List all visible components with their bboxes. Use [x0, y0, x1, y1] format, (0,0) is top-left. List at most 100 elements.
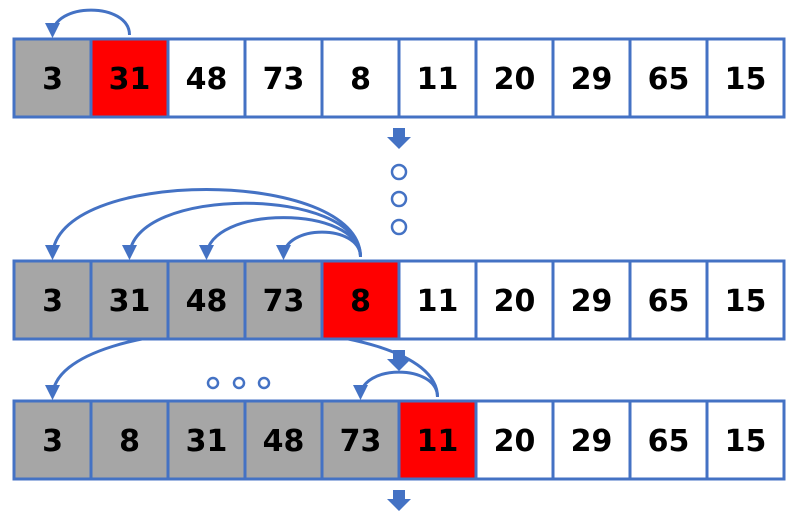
array-cell: 3 — [12, 37, 93, 119]
cell-box-unsorted — [551, 399, 632, 481]
cell-value: 20 — [494, 62, 536, 97]
compare-arrow — [122, 201, 362, 260]
cell-box-unsorted — [705, 37, 786, 119]
cell-box-sorted — [166, 399, 247, 481]
cell-value: 3 — [42, 62, 63, 97]
flow-down-arrow-icon — [387, 490, 411, 511]
array-cell: 48 — [243, 399, 324, 481]
cell-value: 31 — [109, 284, 151, 319]
cell-value: 8 — [350, 284, 371, 319]
cell-value: 48 — [186, 62, 228, 97]
array-cell: 29 — [551, 399, 632, 481]
cell-box-sorted — [320, 399, 401, 481]
array-row-3: 3 8 31 48 73 11 20 29 65 15 — [12, 399, 786, 481]
cell-value: 8 — [350, 62, 371, 97]
cell-value: 20 — [494, 424, 536, 459]
cell-box-sorted — [89, 399, 170, 481]
compare-arrow — [199, 216, 362, 260]
array-cell: 48 — [166, 259, 247, 341]
cell-value: 11 — [417, 62, 459, 97]
cell-value: 20 — [494, 284, 536, 319]
array-cell: 8 — [320, 259, 401, 341]
cell-value: 31 — [109, 62, 151, 97]
cell-value: 15 — [725, 62, 767, 97]
array-cell: 29 — [551, 37, 632, 119]
array-row-2: 3 31 48 73 8 11 20 29 65 15 — [12, 259, 786, 341]
cell-box-unsorted — [705, 259, 786, 341]
array-cell: 20 — [474, 37, 555, 119]
array-cell: 20 — [474, 259, 555, 341]
cell-value: 73 — [340, 424, 382, 459]
flow-down-arrow-icon — [387, 128, 411, 149]
compare-arrow — [45, 188, 362, 260]
array-cell: 73 — [243, 37, 324, 119]
cell-box-sorted — [166, 259, 247, 341]
cell-box-sorted — [12, 399, 93, 481]
cell-box-sorted — [243, 399, 324, 481]
cell-value: 31 — [186, 424, 228, 459]
array-cell: 3 — [12, 259, 93, 341]
cell-box-unsorted — [628, 399, 709, 481]
cell-value: 29 — [571, 284, 613, 319]
cell-box-sorted — [12, 37, 93, 119]
cell-value: 3 — [42, 424, 63, 459]
array-cell: 31 — [89, 37, 170, 119]
ellipsis-dot-icon — [390, 218, 408, 236]
cell-value: 11 — [417, 424, 459, 459]
cell-value: 8 — [119, 424, 140, 459]
cell-value: 65 — [648, 62, 690, 97]
array-cell: 73 — [243, 259, 324, 341]
array-cell: 73 — [320, 399, 401, 481]
compare-arrow — [45, 8, 131, 38]
array-cell: 8 — [89, 399, 170, 481]
ellipsis-dot-icon — [390, 163, 408, 181]
cell-value: 11 — [417, 284, 459, 319]
array-cell: 8 — [320, 37, 401, 119]
cell-box-unsorted — [397, 259, 478, 341]
cell-box-unsorted — [705, 399, 786, 481]
array-cell: 48 — [166, 37, 247, 119]
cell-value: 65 — [648, 424, 690, 459]
array-cell: 15 — [705, 399, 786, 481]
cell-box-unsorted — [474, 259, 555, 341]
flow-indicators — [206, 128, 411, 511]
array-row-1: 3 31 48 73 8 11 20 29 65 15 — [12, 37, 786, 119]
cell-value: 15 — [725, 424, 767, 459]
cell-value: 48 — [263, 424, 305, 459]
array-cell: 65 — [628, 37, 709, 119]
array-cell: 11 — [397, 259, 478, 341]
ellipsis-dot-icon — [257, 376, 271, 390]
array-rows: 3 31 48 73 8 11 20 29 65 15 3 31 48 73 8 11 20 29 65 15 3 8 31… — [12, 37, 786, 481]
array-cell: 3 — [12, 399, 93, 481]
compare-arrow — [276, 230, 362, 260]
cell-box-unsorted — [628, 37, 709, 119]
array-cell: 20 — [474, 399, 555, 481]
array-cell: 11 — [397, 37, 478, 119]
cell-value: 65 — [648, 284, 690, 319]
flow-down-arrow-icon — [387, 350, 411, 371]
array-cell: 65 — [628, 399, 709, 481]
array-cell: 29 — [551, 259, 632, 341]
cell-value: 73 — [263, 62, 305, 97]
cell-value: 29 — [571, 62, 613, 97]
array-cell: 11 — [397, 399, 478, 481]
cell-box-unsorted — [628, 259, 709, 341]
cell-value: 15 — [725, 284, 767, 319]
ellipsis-dot-icon — [390, 190, 408, 208]
ellipsis-dot-icon — [232, 376, 246, 390]
cell-value: 48 — [186, 284, 228, 319]
cell-value: 73 — [263, 284, 305, 319]
cell-value: 29 — [571, 424, 613, 459]
compare-arrow — [353, 370, 439, 400]
cell-box-unsorted — [320, 37, 401, 119]
cell-box-current — [89, 37, 170, 119]
ellipsis-dot-icon — [206, 376, 220, 390]
cell-box-sorted — [12, 259, 93, 341]
array-cell: 15 — [705, 259, 786, 341]
array-cell: 65 — [628, 259, 709, 341]
cell-value: 3 — [42, 284, 63, 319]
cell-box-unsorted — [243, 37, 324, 119]
cell-box-current — [397, 399, 478, 481]
cell-box-unsorted — [166, 37, 247, 119]
